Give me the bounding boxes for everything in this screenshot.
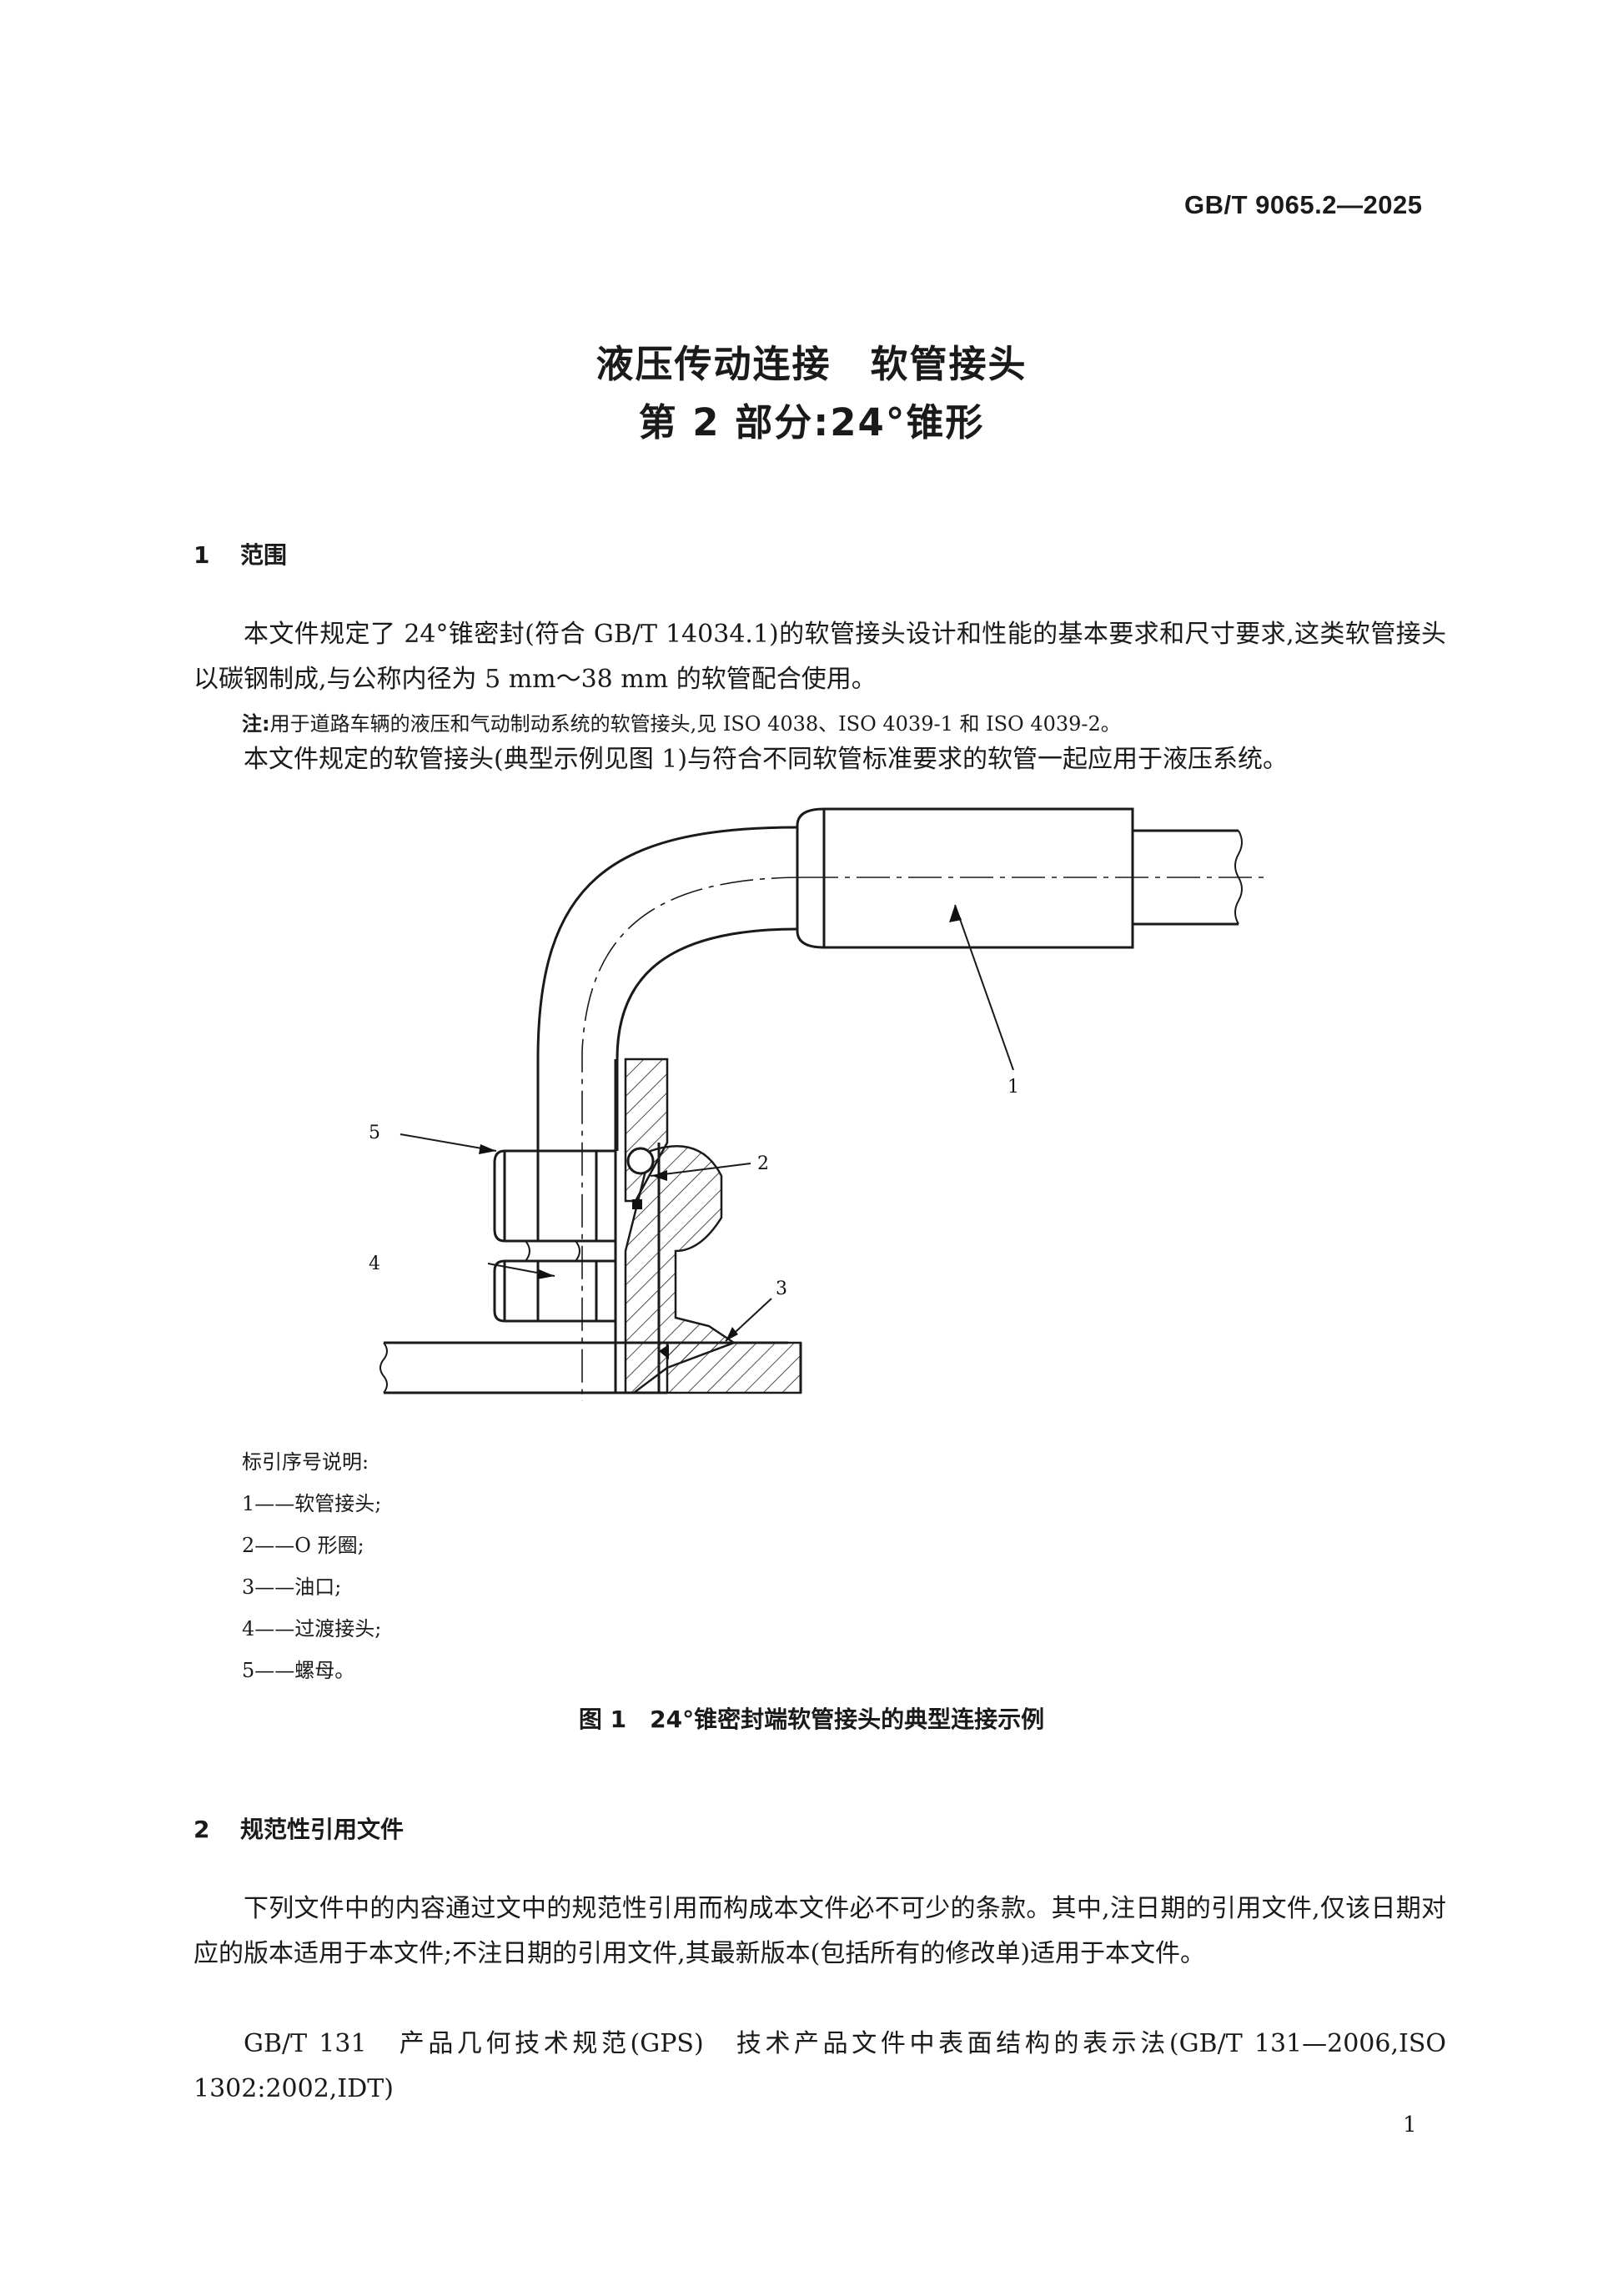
section-2-number: 2 <box>193 1816 210 1843</box>
section-2-heading: 2 规范性引用文件 <box>193 1811 404 1845</box>
legend-item: 1——软管接头; <box>242 1492 382 1515</box>
callout-1-arrowhead <box>949 905 962 922</box>
note-label: 注: <box>242 712 270 736</box>
callout-label-5: 5 <box>369 1123 380 1143</box>
section-1-paragraph-2: 本文件规定的软管接头(典型示例见图 1)与符合不同软管标准要求的软管一起应用于液… <box>244 745 1289 774</box>
legend-title: 标引序号说明: <box>242 1450 369 1474</box>
figure-legend: 标引序号说明: 1——软管接头; 2——O 形圈; 3——油口; 4——过渡接头… <box>242 1441 381 1691</box>
document-title-line2: 第 2 部分:24°锥形 <box>638 400 985 445</box>
note-text: 用于道路车辆的液压和气动制动系统的软管接头,见 ISO 4038、ISO 403… <box>269 712 1121 736</box>
figure-caption: 图 1 24°锥密封端软管接头的典型连接示例 <box>578 1706 1045 1733</box>
callout-label-2: 2 <box>757 1153 769 1174</box>
hose-fitting-drawing: 1 2 3 4 5 <box>369 807 1268 1401</box>
standard-number: GB/T 9065.2—2025 <box>1184 190 1423 219</box>
callout-4-arrowhead <box>537 1269 555 1279</box>
section-1-note: 注:用于道路车辆的液压和气动制动系统的软管接头,见 ISO 4038、ISO 4… <box>242 707 1121 736</box>
section-1-number: 1 <box>193 541 210 569</box>
legend-item: 2——O 形圈; <box>242 1534 364 1557</box>
legend-item: 3——油口; <box>242 1575 342 1599</box>
normative-reference-gbt131: GB/T 131 产品几何技术规范(GPS) 技术产品文件中表面结构的表示法(G… <box>193 2029 1446 2103</box>
section-1-paragraph-1: 本文件规定了 24°锥密封(符合 GB/T 14034.1)的软管接头设计和性能… <box>193 620 1446 694</box>
callout-2-arrowhead <box>652 1170 667 1181</box>
callout-5-arrowhead <box>479 1144 496 1154</box>
page-number: 1 <box>1403 2113 1417 2138</box>
callout-label-4: 4 <box>369 1254 380 1274</box>
legend-item: 5——螺母。 <box>242 1659 355 1682</box>
legend-item: 4——过渡接头; <box>242 1617 382 1640</box>
callout-label-3: 3 <box>776 1279 787 1299</box>
section-2-paragraph-1: 下列文件中的内容通过文中的规范性引用而构成本文件必不可少的条款。其中,注日期的引… <box>193 1894 1446 1968</box>
callout-3-arrowhead <box>726 1327 738 1341</box>
section-1-title: 范围 <box>240 541 288 569</box>
document-title-line1: 液压传动连接 软管接头 <box>595 342 1028 386</box>
section-1-heading: 1 范围 <box>193 537 287 570</box>
callout-label-1: 1 <box>1007 1077 1019 1098</box>
section-2-title: 规范性引用文件 <box>240 1816 404 1843</box>
